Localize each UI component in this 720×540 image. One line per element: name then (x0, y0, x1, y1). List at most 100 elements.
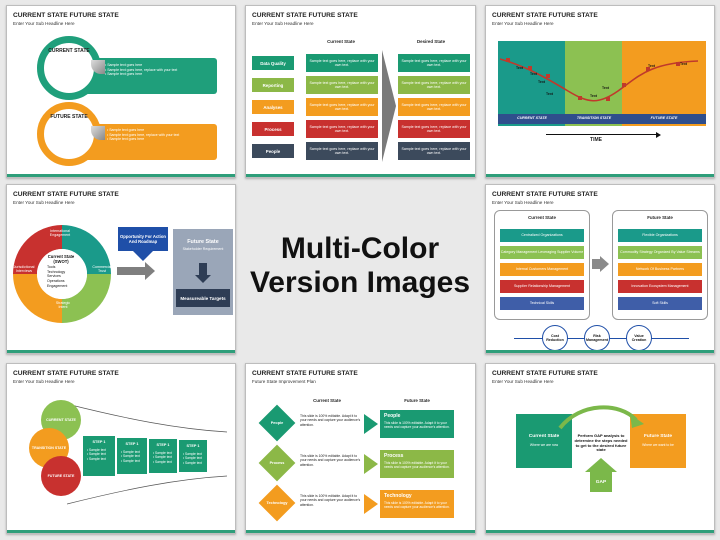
arrow-shape (382, 50, 396, 162)
slide-subtitle: Enter Your Sub Headline Here (13, 200, 75, 205)
curve-label: Text (538, 80, 545, 84)
row-cell-desired: Sample text goes here, replace with your… (398, 120, 470, 138)
curve-marker (646, 67, 650, 71)
bullets-current: Sample text goes hereSample text goes he… (105, 63, 213, 77)
circle-value-creation: Value Creation (626, 325, 652, 351)
thumbnail-slide-6[interactable]: CURRENT STATE FUTURE STATE Enter Your Su… (485, 184, 715, 354)
row-label: Reporting (252, 78, 294, 92)
arrow-shape (117, 267, 145, 275)
thumbnail-slide-1[interactable]: CURRENT STATE FUTURE STATE Enter Your Su… (6, 5, 236, 178)
thumbnail-slide-8[interactable]: CURRENT STATE FUTURE STATE Future State … (245, 363, 476, 534)
slide-subtitle: Future State Improvement Plan (252, 379, 316, 384)
center-heading-line1: Multi-Color (280, 232, 440, 265)
slide-subtitle: Enter Your Sub Headline Here (492, 200, 554, 205)
step-title: STEP 1 (125, 442, 139, 446)
thumbnail-slide-7[interactable]: CURRENT STATE FUTURE STATE Enter Your Su… (6, 363, 236, 534)
diamond-label: People (270, 421, 284, 425)
curve-marker (578, 96, 582, 100)
curve-label: Text (546, 92, 553, 96)
step-title: STEP 1 (186, 444, 200, 448)
future-state-sub: Stakeholder Requirement (182, 247, 224, 251)
circle-future-state: FUTURE STATE (41, 456, 81, 496)
thumbnail-slide-2[interactable]: CURRENT STATE FUTURE STATE Enter Your Su… (245, 5, 476, 178)
curve-marker (546, 74, 550, 78)
circle-cost-reduction: Cost Reduction (542, 325, 568, 351)
current-text: This slide is 100% editable. Adapt it to… (300, 494, 361, 507)
slide-title: CURRENT STATE FUTURE STATE (252, 12, 358, 19)
arrow-shape (592, 259, 600, 269)
current-item: Supplier Relationship Management (500, 280, 584, 293)
row-cell-desired: Sample text goes here, replace with your… (398, 142, 470, 160)
arrow-shape (145, 262, 155, 280)
slide-title: CURRENT STATE FUTURE STATE (492, 191, 598, 198)
measurable-targets-box: Measureable Targets (176, 289, 230, 307)
current-state-title: Current State (528, 434, 560, 439)
future-heading: People (384, 413, 401, 419)
future-item: Commodity Strategy Organized By Value St… (618, 246, 702, 259)
slide-title: CURRENT STATE FUTURE STATE (13, 191, 119, 198)
slide-title: CURRENT STATE FUTURE STATE (492, 12, 598, 19)
col-future: Future State (404, 398, 430, 403)
swot-cycle (13, 225, 111, 323)
row-cell-current: Sample text goes here, replace with your… (306, 98, 378, 116)
future-box (380, 490, 454, 518)
curve-marker (506, 58, 510, 62)
curve-label: Text (530, 72, 537, 76)
col-desired: Desired State (416, 39, 446, 44)
step-bullets: Sample textSample textSample text (153, 451, 175, 464)
step-bullets: Sample textSample textSample text (183, 452, 205, 465)
down-arrow (133, 251, 153, 261)
slide-title: CURRENT STATE FUTURE STATE (13, 12, 119, 19)
slide-subtitle: Enter Your Sub Headline Here (492, 21, 554, 26)
future-state-label: FUTURE STATE (50, 114, 88, 120)
row-cell-current: Sample text goes here, replace with your… (306, 76, 378, 94)
band-label-transition: TRANSITION STATE (576, 116, 612, 120)
row-cell-desired: Sample text goes here, replace with your… (398, 98, 470, 116)
trend-curve (499, 58, 699, 102)
future-box (380, 410, 454, 438)
current-state-label: CURRENT STATE (48, 48, 90, 54)
row-cell-desired: Sample text goes here, replace with your… (398, 76, 470, 94)
thumbnail-slide-3[interactable]: CURRENT STATE FUTURE STATE Enter Your Su… (485, 5, 715, 178)
row-label: Process (252, 122, 294, 136)
slide-title: CURRENT STATE FUTURE STATE (252, 370, 358, 377)
future-heading: Technology (384, 493, 412, 499)
thumbnail-slide-4[interactable]: CURRENT STATE FUTURE STATE Enter Your Su… (6, 184, 236, 354)
future-body: This slide is 100% editable. Adapt it to… (384, 461, 450, 470)
slide-title: CURRENT STATE FUTURE STATE (492, 370, 598, 377)
step-title: STEP 1 (92, 440, 106, 444)
seg-label: Commercial Trust (92, 265, 112, 274)
future-state-title: Future State (644, 434, 672, 439)
arrow-shape (364, 414, 378, 434)
current-item: Centralized Organizations (500, 229, 584, 242)
time-axis-label: TIME (590, 137, 602, 143)
future-body: This slide is 100% editable. Adapt it to… (384, 501, 450, 510)
slide-subtitle: Enter Your Sub Headline Here (252, 21, 314, 26)
current-item: Technical Skills (500, 297, 584, 310)
funnel-lines (67, 403, 228, 505)
arrow-shape (600, 256, 609, 272)
arrow-shape (364, 494, 378, 514)
thumbnail-slide-9[interactable]: CURRENT STATE FUTURE STATE Enter Your Su… (485, 363, 715, 534)
band-label-current: CURRENT STATE (517, 116, 547, 120)
diamond-label: Technology (266, 501, 288, 505)
future-state-sub: Where we want to be (642, 443, 674, 447)
band-label-row (498, 114, 706, 124)
down-arrow-icon (195, 275, 211, 283)
page-curl-icon (91, 60, 105, 74)
slide-subtitle: Enter Your Sub Headline Here (492, 379, 554, 384)
curve-label: Text (680, 62, 687, 66)
curve-label: Text (602, 86, 609, 90)
band-future (622, 41, 706, 126)
future-heading: Process (384, 453, 404, 459)
center-heading-line2: Version Images (249, 265, 471, 299)
future-item: Soft Skills (618, 297, 702, 310)
current-state-sub: Where we are now (529, 443, 559, 447)
seg-label: Jurisdictional Interviews (13, 265, 35, 274)
gap-label: GAP (590, 472, 612, 492)
seg-label: International Engagement (49, 229, 71, 238)
up-arrow (585, 458, 617, 472)
curve-marker (676, 62, 680, 66)
future-box (380, 450, 454, 478)
